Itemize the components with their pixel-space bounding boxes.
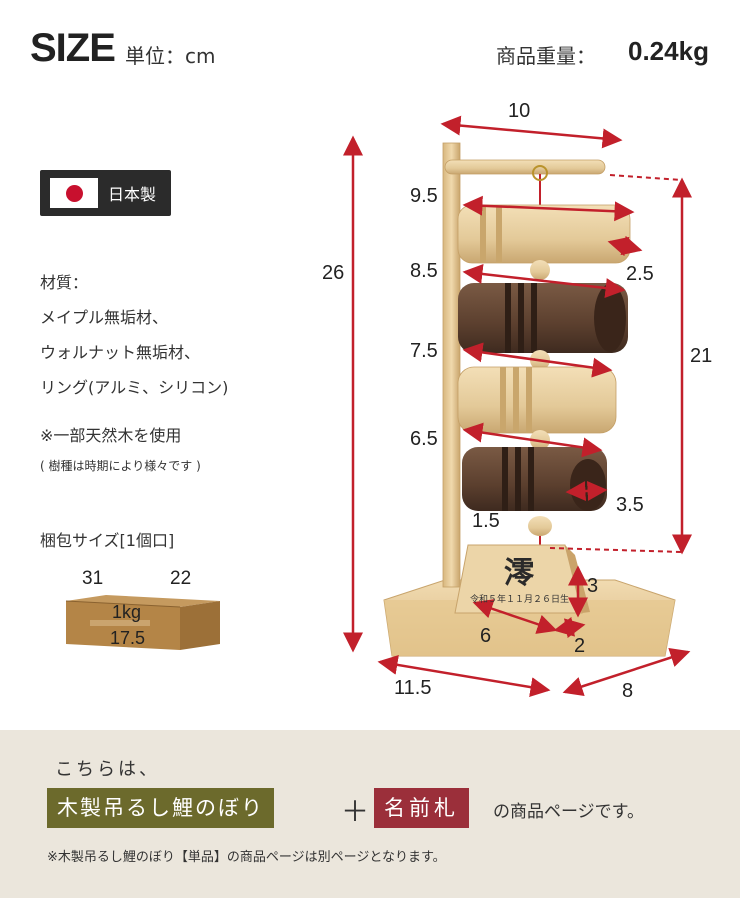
materials-note: ※一部天然木を使用 <box>40 426 182 445</box>
weight-label: 商品重量： <box>496 44 596 68</box>
dim-plate-depth: 2 <box>574 635 586 657</box>
name-tag: 名前札 <box>374 788 469 828</box>
dim-plate-height: 3 <box>587 575 599 597</box>
footer-note: ※木製吊るし鯉のぼり【単品】の商品ページは別ページとなります。 <box>47 850 446 865</box>
dim-base-depth: 8 <box>622 680 634 702</box>
unit-label: 単位：cm <box>125 44 216 68</box>
carp-3 <box>457 366 617 434</box>
dim-carp-4: 6.5 <box>410 428 438 450</box>
dim-plate-width: 6 <box>480 625 492 647</box>
package-label: 梱包サイズ[1個口] <box>40 531 175 550</box>
dim-carp-2: 8.5 <box>410 260 438 282</box>
dimension-guides <box>549 174 683 553</box>
package-height: 17.5 <box>110 628 146 648</box>
materials-label: 材質： <box>40 273 89 292</box>
package-width: 31 <box>82 568 104 589</box>
dim-pole-height: 21 <box>690 345 713 367</box>
carp-1 <box>457 204 631 264</box>
bead-1 <box>530 260 550 280</box>
name-plate-name: 澪 <box>504 556 534 591</box>
material-line-maple: メイプル無垢材、 <box>40 308 169 327</box>
plus-sign: ＋ <box>341 795 370 828</box>
product-tag: 木製吊るし鯉のぼり <box>47 788 274 828</box>
dim-top-bar: 10 <box>508 100 531 122</box>
dim-total-height: 26 <box>322 262 345 284</box>
origin-badge: 日本製 <box>40 170 171 216</box>
material-line-walnut: ウォルナット無垢材、 <box>40 343 201 362</box>
dim-carp-1: 9.5 <box>410 185 438 207</box>
japan-flag-icon <box>50 178 98 208</box>
package-depth: 22 <box>170 568 192 589</box>
carp-4 <box>462 447 607 511</box>
bottom-ball <box>528 516 552 536</box>
package-weight: 1kg <box>112 602 142 622</box>
materials-note-small: ( 樹種は時期により様々です ) <box>40 459 201 473</box>
dim-mouth-large: 2.5 <box>626 263 654 285</box>
dim-mouth-small: 3.5 <box>616 494 644 516</box>
footer-suffix: の商品ページです。 <box>493 802 644 822</box>
material-line-ring: リング(アルミ、シリコン) <box>40 378 229 397</box>
name-plate-date: 令和５年１１月２６日生 <box>470 595 570 605</box>
dimension-arrows <box>343 115 692 697</box>
dim-base-width: 11.5 <box>394 677 432 699</box>
package-box-icon <box>65 595 220 650</box>
page-title: SIZE <box>30 26 116 70</box>
origin-text: 日本製 <box>108 185 157 204</box>
dim-carp-3: 7.5 <box>410 340 438 362</box>
product-size-diagram <box>65 115 692 697</box>
carp-2 <box>458 283 628 353</box>
weight-value: 0.24kg <box>628 36 709 66</box>
footer-intro: こちらは、 <box>55 759 160 780</box>
dim-ball: 1.5 <box>472 510 500 532</box>
